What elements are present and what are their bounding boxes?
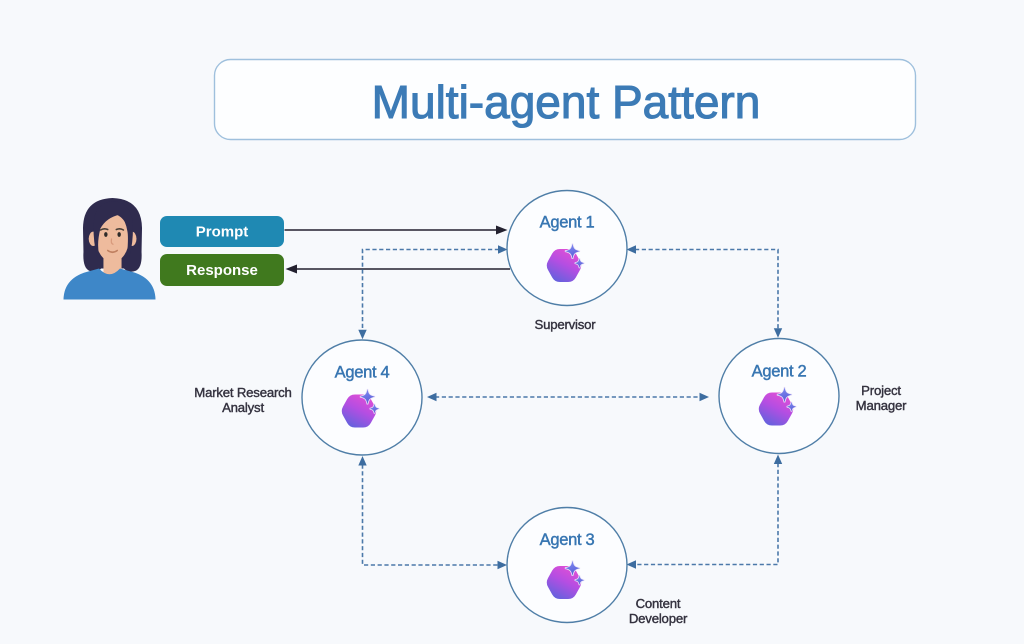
svg-text:Market Research: Market Research	[194, 385, 291, 400]
svg-text:Analyst: Analyst	[222, 400, 264, 415]
svg-text:Agent 3: Agent 3	[540, 531, 595, 549]
svg-text:Agent 2: Agent 2	[752, 363, 807, 381]
svg-text:Project: Project	[861, 383, 901, 398]
svg-text:Developer: Developer	[629, 611, 688, 626]
svg-text:Agent 1: Agent 1	[540, 214, 595, 232]
svg-text:Response: Response	[186, 262, 258, 279]
svg-text:Agent 4: Agent 4	[335, 364, 390, 382]
svg-text:Content: Content	[636, 596, 681, 611]
svg-text:Multi-agent Pattern: Multi-agent Pattern	[372, 76, 761, 128]
svg-text:Manager: Manager	[856, 398, 907, 413]
svg-text:Supervisor: Supervisor	[534, 317, 596, 332]
svg-text:Prompt: Prompt	[196, 224, 249, 241]
